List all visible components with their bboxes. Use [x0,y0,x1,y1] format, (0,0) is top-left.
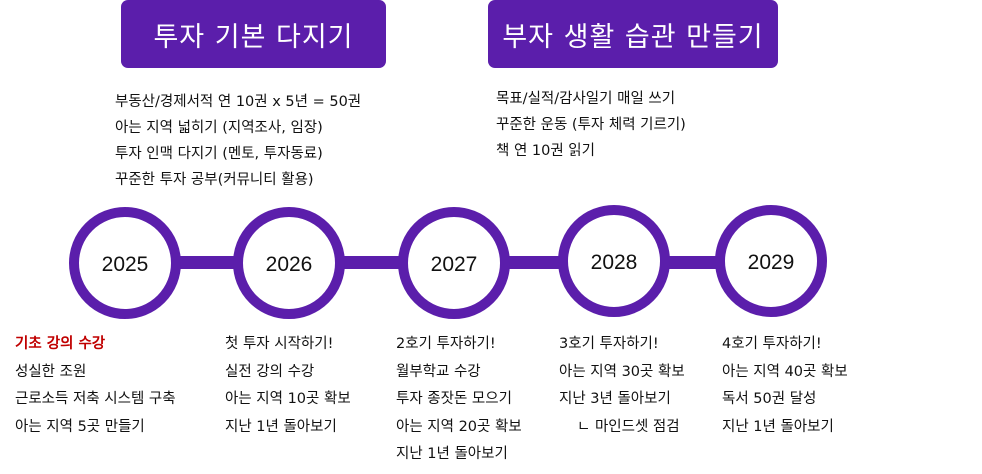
year-node-2029 [715,205,827,317]
plan-item: 첫 투자 시작하기! [225,336,334,352]
plan-item: 3호기 투자하기! [559,336,659,352]
year-node-2026 [233,207,345,319]
year-node-2025 [69,207,181,319]
invest-basics-goal-list: 부동산/경제서적 연 10권 x 5년 = 50권 아는 지역 넓히기 (지역조… [115,89,361,193]
year-label-2028: 2028 [591,251,638,274]
goal-item: 책 연 10권 읽기 [496,143,595,159]
plan-item: 아는 지역 20곳 확보 [396,418,522,435]
plan-item: 성실한 조원 [15,363,87,380]
plan-item: 아는 지역 5곳 만들기 [15,418,145,435]
plan-item: 월부학교 수강 [396,363,481,380]
year-label-2025: 2025 [102,253,149,276]
plan-item: 2호기 투자하기! [396,336,496,352]
year-node-2027 [398,207,510,319]
plan-item: 지난 1년 돌아보기 [225,418,337,435]
year-label-2027: 2027 [431,253,478,276]
year-label-2029: 2029 [748,251,795,274]
goal-item: 꾸준한 투자 공부(커뮤니티 활용) [115,172,314,188]
plan-list-2029: 4호기 투자하기! 아는 지역 40곳 확보 독서 50권 달성 지난 1년 돌… [722,331,848,441]
goal-item: 목표/실적/감사일기 매일 쓰기 [496,91,676,107]
goal-item: 부동산/경제서적 연 10권 x 5년 = 50권 [115,94,362,110]
plan-list-2025: 기초 강의 수강 성실한 조원 근로소득 저축 시스템 구축 아는 지역 5곳 … [15,331,176,441]
goal-item: 투자 인맥 다지기 (멘토, 투자동료) [115,146,323,162]
plan-item: ㄴ 마인드셋 점검 [577,418,680,435]
year-label-2026: 2026 [266,253,313,276]
plan-item: 아는 지역 10곳 확보 [225,391,351,407]
plan-list-2027: 2호기 투자하기! 월부학교 수강 투자 종잣돈 모으기 아는 지역 20곳 확… [396,331,522,469]
plan-item: 투자 종잣돈 모으기 [396,391,512,407]
goal-item: 아는 지역 넓히기 (지역조사, 임장) [115,120,323,136]
plan-item-highlight: 기초 강의 수강 [15,336,106,352]
plan-list-2026: 첫 투자 시작하기! 실전 강의 수강 아는 지역 10곳 확보 지난 1년 돌… [225,331,351,441]
plan-item: 아는 지역 40곳 확보 [722,363,848,380]
plan-item: 4호기 투자하기! [722,336,822,352]
banner-invest-basics-label: 투자 기본 다지기 [153,21,354,53]
plan-list-2028: 3호기 투자하기! 아는 지역 30곳 확보 지난 3년 돌아보기 ㄴ 마인드셋… [559,331,685,441]
plan-item: 독서 50권 달성 [722,391,817,407]
plan-item: 지난 1년 돌아보기 [722,418,834,435]
plan-item: 실전 강의 수강 [225,363,315,380]
plan-item: 지난 3년 돌아보기 [559,391,671,407]
banner-rich-habits-label: 부자 생활 습관 만들기 [502,21,764,53]
banner-invest-basics: 투자 기본 다지기 [121,0,386,68]
plan-item: 근로소득 저축 시스템 구축 [15,391,176,407]
banner-rich-habits: 부자 생활 습관 만들기 [488,0,778,68]
plan-item: 지난 1년 돌아보기 [396,446,508,462]
rich-habits-goal-list: 목표/실적/감사일기 매일 쓰기 꾸준한 운동 (투자 체력 기르기) 책 연 … [496,86,686,164]
year-node-2028 [558,205,670,317]
plan-item: 아는 지역 30곳 확보 [559,363,685,380]
goal-item: 꾸준한 운동 (투자 체력 기르기) [496,117,686,133]
